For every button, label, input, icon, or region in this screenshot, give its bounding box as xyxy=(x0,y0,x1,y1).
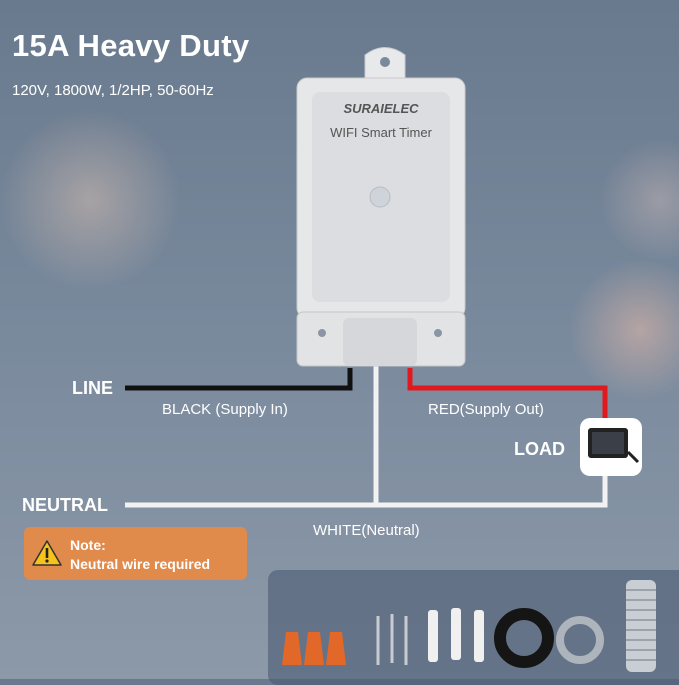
rubber-gasket-icon xyxy=(494,608,554,668)
note-box: Note: Neutral wire required xyxy=(24,527,247,580)
load-label: LOAD xyxy=(514,439,565,459)
wire-nuts-icon xyxy=(282,632,346,665)
line-label: LINE xyxy=(72,378,114,398)
black-wire-label: BLACK (Supply In) xyxy=(162,401,288,418)
wall-anchors-icon xyxy=(428,608,484,662)
note-title: Note: xyxy=(70,537,106,553)
note-text: Neutral wire required xyxy=(70,556,211,572)
screws-icon xyxy=(376,614,408,665)
model-label: WIFI Smart Timer xyxy=(330,125,433,140)
page-title: 15A Heavy Duty xyxy=(12,28,250,63)
threaded-nipple-icon xyxy=(626,580,656,672)
brand-label: SURAIELEC xyxy=(343,101,419,116)
white-wire-label: WHITE(Neutral) xyxy=(313,522,420,539)
neutral-label: NEUTRAL xyxy=(22,495,108,515)
accessories-illustration xyxy=(282,580,656,672)
led-indicator xyxy=(369,186,391,208)
neutral-wire xyxy=(125,475,608,508)
warning-icon xyxy=(32,540,62,566)
lock-nut-icon xyxy=(556,616,604,664)
smart-timer-device: SURAIELEC WIFI Smart Timer xyxy=(296,47,466,367)
accessories-panel xyxy=(268,570,679,685)
floodlight-icon xyxy=(580,418,642,476)
specs-text: 120V, 1800W, 1/2HP, 50-60Hz xyxy=(12,82,214,99)
red-wire-label: RED(Supply Out) xyxy=(428,401,544,418)
red-wire xyxy=(407,368,608,420)
black-wire xyxy=(125,368,353,391)
